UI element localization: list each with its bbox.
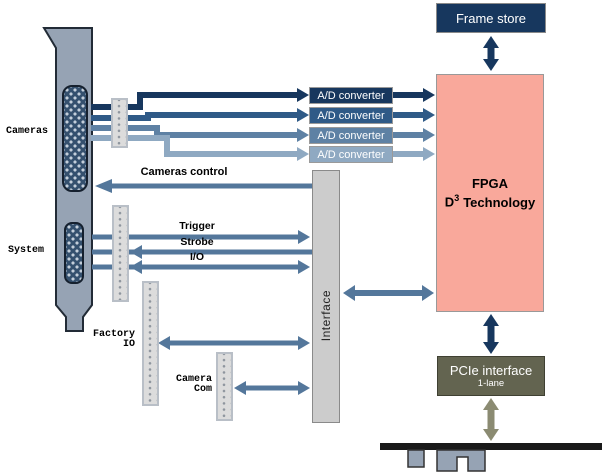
pcie-interface-box: PCIe interface 1-lane — [437, 356, 545, 396]
pcie-lanes-label: 1-lane — [477, 378, 505, 389]
interface-label: Interface — [319, 289, 333, 342]
fpga-pcie-arrow — [483, 314, 499, 354]
factory-io-label: Factory IO — [90, 330, 135, 350]
interface-fpga-arrow — [343, 285, 434, 301]
frame-store-label: Frame store — [455, 10, 527, 26]
trigger-label: Trigger — [179, 220, 215, 232]
cameras-dsub-connector — [62, 85, 88, 192]
fpga-title: FPGA — [471, 176, 509, 192]
adc-box-1: A/D converter — [309, 87, 393, 104]
slot-block-small — [407, 449, 425, 468]
motherboard-bar — [380, 443, 602, 450]
camera-com-label: Camera Com — [160, 375, 212, 395]
factory-io-line1: Factory — [92, 329, 135, 340]
factory-io-line2: IO — [122, 339, 135, 350]
factory-io-arrow — [158, 336, 310, 350]
io-label: I/O — [189, 251, 204, 263]
camera-com-pin-header — [216, 352, 233, 421]
adc-label-4: A/D converter — [317, 148, 385, 161]
camera-com-line1: Camera — [175, 374, 212, 385]
pcie-label: PCIe interface — [449, 363, 533, 378]
interface-box: Interface — [312, 170, 340, 423]
fpga-technology: Technology — [463, 194, 536, 210]
strobe-label: Strobe — [180, 236, 214, 248]
camera-pin-header — [111, 98, 128, 148]
adc-label-1: A/D converter — [317, 89, 385, 102]
camera-channel-arrowheads — [297, 88, 309, 161]
system-dsub-connector — [64, 222, 84, 284]
adc-label-3: A/D converter — [317, 129, 385, 142]
cameras-control-arrow — [95, 179, 312, 193]
fpga-d: D — [444, 194, 455, 210]
camera-com-arrow — [234, 381, 310, 395]
adc-to-fpga-arrowheads — [423, 88, 435, 161]
adc-to-fpga-arrows — [393, 92, 424, 157]
system-pin-header — [112, 205, 129, 302]
adc-box-2: A/D converter — [309, 107, 393, 124]
pcie-slot-arrow — [483, 398, 499, 441]
factory-io-pin-header — [142, 281, 159, 406]
frame-store-box: Frame store — [436, 3, 546, 33]
adc-box-3: A/D converter — [309, 127, 393, 144]
adc-box-4: A/D converter — [309, 146, 393, 163]
camera-com-line2: Com — [193, 384, 212, 395]
adc-label-2: A/D converter — [317, 109, 385, 122]
cameras-connector-label: Cameras — [5, 126, 48, 137]
slot-block-notched — [436, 449, 486, 472]
cameras-control-label: Cameras control — [140, 166, 228, 178]
system-connector-label: System — [7, 245, 44, 256]
fpga-sup: 3 — [454, 193, 460, 204]
framestore-fpga-arrow — [483, 36, 499, 71]
